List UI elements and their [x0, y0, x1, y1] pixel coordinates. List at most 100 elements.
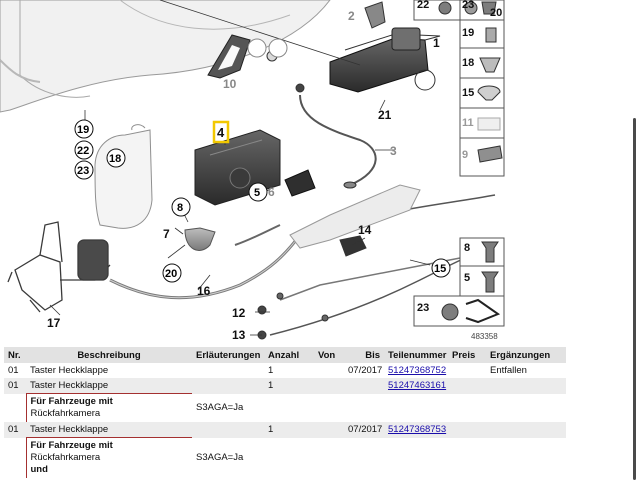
side-panel-labels: 22 23 20 19 18 15 11 9 8 5 23 — [417, 0, 502, 314]
svg-text:5: 5 — [254, 187, 260, 199]
cell-anzahl: 1 — [268, 365, 274, 376]
cell-beschreibung: Taster Heckklappe — [26, 378, 192, 394]
parts-diagram: 1 2 3 5 6 7 10 9 11 12 13 14 16 17 21 48… — [0, 0, 505, 342]
cell-erlaeuterungen: S3AGA=Ja — [196, 452, 244, 464]
callout-7: 7 — [163, 227, 170, 241]
callout-16: 16 — [197, 284, 211, 298]
callout-6: 6 — [268, 185, 275, 199]
svg-text:8: 8 — [177, 202, 183, 214]
bracket-17-part — [7, 221, 111, 313]
cell-preis — [448, 363, 486, 378]
cell-erlaeuterungen — [192, 378, 264, 394]
hook-part — [184, 227, 216, 251]
table-row: 01 Taster Heckklappe 1 51247463161 — [4, 378, 566, 394]
cell-ergaenzungen — [486, 422, 566, 438]
handle-grip-part — [289, 184, 421, 249]
cell-erlaeuterungen: S3AGA=Ja — [196, 402, 244, 414]
cell-beschreibung: Taster Heckklappe — [30, 365, 109, 376]
cell-preis — [448, 422, 486, 438]
tailgate-shape — [0, 0, 331, 113]
svg-text:23: 23 — [417, 302, 429, 314]
cell-von — [314, 422, 344, 438]
svg-text:8: 8 — [464, 242, 470, 254]
note-title: Für Fahrzeuge mit — [30, 440, 113, 451]
callout-17: 17 — [47, 316, 61, 330]
actuator-6-part — [284, 169, 316, 197]
cell-bis: 07/2017 — [348, 365, 383, 376]
header-beschreibung: Beschreibung — [26, 347, 192, 363]
callout-12: 12 — [232, 306, 246, 320]
note-extra: und — [30, 464, 48, 475]
condition-note-row: Für Fahrzeuge mit Rückfahrkamera und S3A… — [4, 437, 566, 478]
condition-note: Für Fahrzeuge mit Rückfahrkamera und — [25, 437, 192, 478]
cell-von — [314, 363, 344, 378]
return-arrow-icon — [465, 298, 501, 324]
cell-nr: 01 — [8, 365, 19, 376]
vertical-scrollbar[interactable] — [633, 118, 636, 480]
cell-von — [314, 378, 344, 394]
header-anzahl: Anzahl — [264, 347, 314, 363]
svg-text:18: 18 — [462, 57, 474, 69]
cell-anzahl: 1 — [264, 422, 314, 438]
cell-nr: 01 — [4, 378, 26, 394]
part-number-link[interactable]: 51247368753 — [384, 422, 448, 438]
svg-text:11: 11 — [462, 117, 474, 129]
circled-callouts: 19 22 23 18 8 5 20 15 — [74, 38, 451, 283]
header-teilenummer: Teilenummer — [384, 347, 448, 363]
table-header-row: Nr. Beschreibung Erläuterungen Anzahl Vo… — [4, 347, 566, 363]
cell-preis — [448, 378, 486, 394]
callout-13: 13 — [232, 328, 246, 342]
image-number: 483358 — [471, 332, 498, 341]
cell-beschreibung: Taster Heckklappe — [26, 422, 192, 438]
svg-text:4: 4 — [217, 125, 225, 140]
table-row: 01 Taster Heckklappe 1 07/2017 512473687… — [4, 422, 566, 438]
svg-text:19: 19 — [77, 124, 89, 136]
part-number-link[interactable]: 51247368752 — [388, 365, 447, 376]
callout-1: 1 — [433, 36, 440, 50]
highlighted-callout-4: 4 — [212, 120, 230, 144]
callout-2: 2 — [348, 9, 355, 23]
svg-text:19: 19 — [462, 27, 474, 39]
cell-anzahl: 1 — [264, 378, 314, 394]
note-line: Rückfahrkamera — [30, 408, 101, 419]
cell-ergaenzungen — [486, 378, 566, 394]
svg-text:20: 20 — [490, 7, 502, 19]
header-bis: Bis — [344, 347, 384, 363]
svg-text:22: 22 — [77, 145, 89, 157]
cell-bis — [344, 378, 384, 394]
note-title: Für Fahrzeuge mit — [30, 396, 113, 407]
cell-nr: 01 — [4, 422, 26, 438]
leader-lines — [49, 0, 431, 336]
reservoir-part — [94, 124, 153, 229]
svg-text:15: 15 — [462, 87, 474, 99]
side-panel-parts — [438, 1, 503, 321]
callout-14: 14 — [358, 223, 372, 237]
condition-note: Für Fahrzeuge mit Rückfahrkamera — [25, 393, 192, 422]
svg-text:23: 23 — [77, 165, 89, 177]
svg-text:15: 15 — [434, 263, 446, 275]
cell-erlaeuterungen — [192, 422, 264, 438]
parts-table: Nr. Beschreibung Erläuterungen Anzahl Vo… — [4, 347, 566, 478]
table-row: 01 Taster Heckklappe 1 07/2017 512473687… — [4, 363, 566, 378]
cell-bis: 07/2017 — [344, 422, 384, 438]
callout-3: 3 — [390, 144, 397, 158]
svg-text:9: 9 — [462, 149, 468, 161]
svg-text:23: 23 — [462, 0, 474, 11]
callout-10: 10 — [223, 77, 237, 91]
tailgate-button-part — [329, 27, 441, 93]
header-ergaenzungen: Ergänzungen — [486, 347, 566, 363]
svg-text:18: 18 — [109, 153, 121, 165]
condition-note-row: Für Fahrzeuge mit Rückfahrkamera S3AGA=J… — [4, 393, 566, 422]
note-line: Rückfahrkamera — [30, 452, 101, 463]
cell-erlaeuterungen — [192, 363, 264, 378]
gasket-10-part — [207, 34, 251, 79]
cell-ergaenzungen: Entfallen — [490, 365, 527, 376]
header-nr: Nr. — [4, 347, 26, 363]
header-von: Von — [314, 347, 344, 363]
svg-text:20: 20 — [165, 268, 177, 280]
header-erlaeuterungen: Erläuterungen — [192, 347, 264, 363]
callout-21: 21 — [378, 108, 392, 122]
svg-text:5: 5 — [464, 272, 470, 284]
part-number-link[interactable]: 51247463161 — [384, 378, 448, 394]
header-preis: Preis — [448, 347, 486, 363]
